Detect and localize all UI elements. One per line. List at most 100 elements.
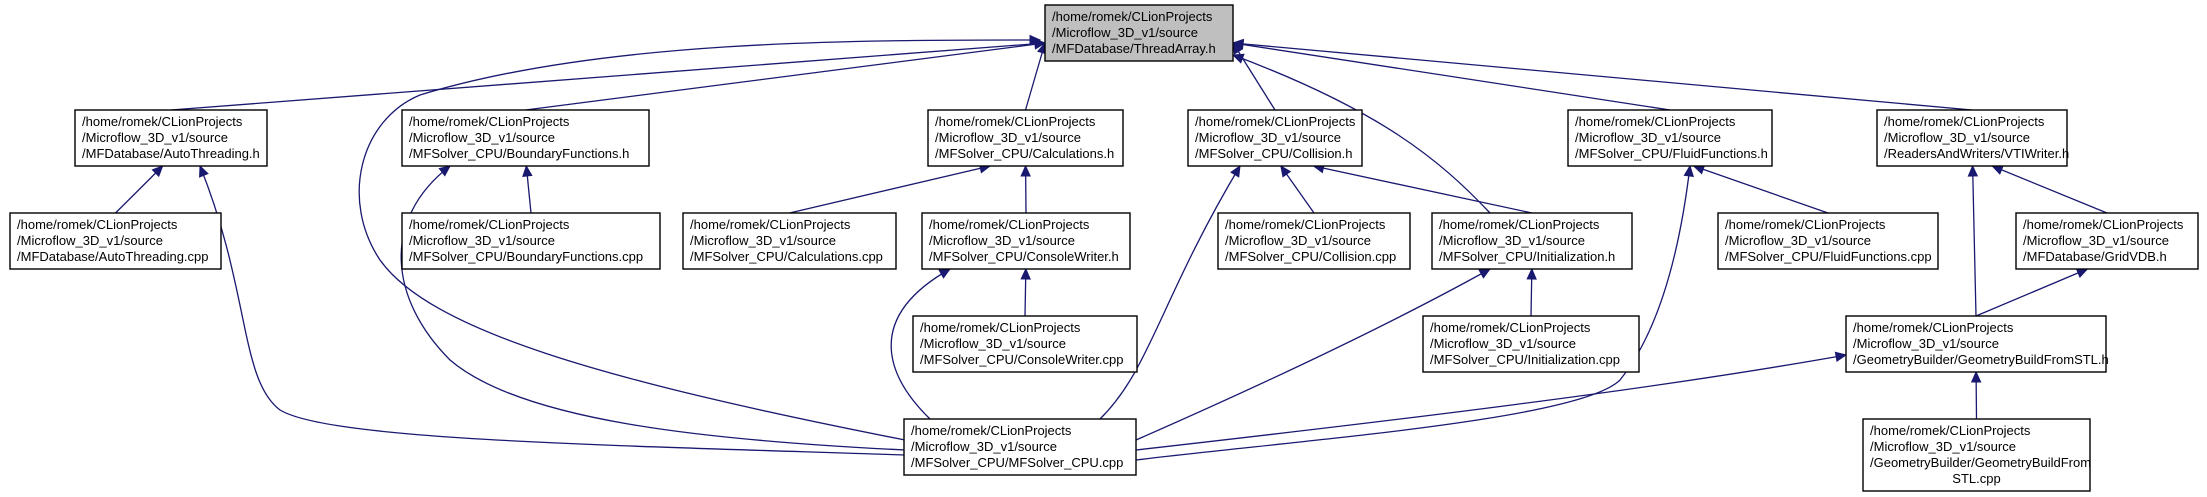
- node-vti-writer-h[interactable]: /home/romek/CLionProjects/Microflow_3D_v…: [1876, 109, 2069, 167]
- node-grid-vdb-h[interactable]: /home/romek/CLionProjects/Microflow_3D_v…: [2015, 212, 2199, 270]
- node-thread-array-h-label-line-3: /MFDatabase/ThreadArray.h: [1052, 41, 1216, 56]
- node-thread-array-h-label-line-2: /Microflow_3D_v1/source: [1052, 25, 1198, 40]
- node-collision-cpp-label-line-3: /MFSolver_CPU/Collision.cpp: [1225, 249, 1396, 264]
- node-console-writer-cpp[interactable]: /home/romek/CLionProjects/Microflow_3D_v…: [912, 315, 1138, 373]
- node-collision-cpp-box: [1217, 212, 1411, 270]
- edge-collision-cpp-to-collision-h-arrowhead: [1280, 165, 1292, 178]
- node-console-writer-cpp-box: [912, 315, 1138, 373]
- node-fluid-functions-cpp[interactable]: /home/romek/CLionProjects/Microflow_3D_v…: [1717, 212, 1939, 270]
- node-vti-writer-h-label-line-3: /ReadersAndWriters/VTIWriter.h: [1884, 146, 2069, 161]
- node-fluid-functions-h[interactable]: /home/romek/CLionProjects/Microflow_3D_v…: [1567, 109, 1773, 167]
- node-grid-vdb-h-label-line-3: /MFDatabase/GridVDB.h: [2023, 249, 2167, 264]
- edge-mfsolver-cpu-cpp-to-fluid-functions-h-arrowhead: [1683, 164, 1694, 178]
- node-initialization-h[interactable]: /home/romek/CLionProjects/Microflow_3D_v…: [1431, 212, 1633, 270]
- edge-mfsolver-cpu-cpp-to-thread-array-h-arrowhead: [1029, 34, 1042, 46]
- edge-vti-writer-h-to-thread-array-h: [1232, 42, 1973, 111]
- edge-vti-writer-h-to-thread-array-h-arrowhead: [1231, 38, 1244, 50]
- node-console-writer-h-label-line-1: /home/romek/CLionProjects: [929, 217, 1090, 232]
- edge-boundary-functions-h-to-thread-array-h: [525, 42, 1046, 111]
- edge-mfsolver-cpu-cpp-to-initialization-h: [1135, 268, 1491, 441]
- node-console-writer-cpp-label-line-2: /Microflow_3D_v1/source: [920, 336, 1066, 351]
- node-boundary-functions-h-box: [401, 109, 650, 167]
- edge-auto-threading-cpp-to-auto-threading-h: [115, 165, 164, 214]
- node-initialization-h-label-line-3: /MFSolver_CPU/Initialization.h: [1439, 249, 1615, 264]
- edge-geometry-build-from-stl-h-to-vti-writer-h: [1971, 165, 1977, 317]
- node-mfsolver-cpu-cpp[interactable]: /home/romek/CLionProjects/Microflow_3D_v…: [903, 418, 1137, 476]
- node-geometry-build-from-stl-h-label-line-2: /Microflow_3D_v1/source: [1853, 336, 1999, 351]
- node-boundary-functions-cpp[interactable]: /home/romek/CLionProjects/Microflow_3D_v…: [401, 212, 661, 270]
- node-fluid-functions-cpp-label-line-2: /Microflow_3D_v1/source: [1725, 233, 1871, 248]
- edge-auto-threading-cpp-to-auto-threading-h-arrowhead: [151, 165, 164, 178]
- node-collision-cpp[interactable]: /home/romek/CLionProjects/Microflow_3D_v…: [1217, 212, 1411, 270]
- edge-initialization-h-to-thread-array-h-arrowhead: [1231, 53, 1245, 64]
- node-auto-threading-h-box: [74, 109, 268, 167]
- edge-geometry-build-from-stl-h-to-grid-vdb-h-arrowhead: [2075, 268, 2089, 278]
- node-calculations-h-label-line-1: /home/romek/CLionProjects: [935, 114, 1096, 129]
- node-calculations-h-label-line-3: /MFSolver_CPU/Calculations.h: [935, 146, 1114, 161]
- node-console-writer-cpp-label-line-1: /home/romek/CLionProjects: [920, 320, 1081, 335]
- node-thread-array-h-label-line-1: /home/romek/CLionProjects: [1052, 9, 1213, 24]
- node-calculations-cpp[interactable]: /home/romek/CLionProjects/Microflow_3D_v…: [682, 212, 897, 270]
- node-fluid-functions-cpp-label-line-3: /MFSolver_CPU/FluidFunctions.cpp: [1725, 249, 1932, 264]
- node-geometry-build-from-stl-h[interactable]: /home/romek/CLionProjects/Microflow_3D_v…: [1845, 315, 2109, 373]
- node-initialization-h-label-line-2: /Microflow_3D_v1/source: [1439, 233, 1585, 248]
- node-auto-threading-cpp-box: [9, 212, 222, 270]
- node-initialization-cpp-label-line-3: /MFSolver_CPU/Initialization.cpp: [1430, 352, 1620, 367]
- node-mfsolver-cpu-cpp-box: [903, 418, 1137, 476]
- edge-grid-vdb-h-to-vti-writer-h: [1992, 165, 2108, 214]
- node-collision-h[interactable]: /home/romek/CLionProjects/Microflow_3D_v…: [1187, 109, 1363, 167]
- node-mfsolver-cpu-cpp-label-line-3: /MFSolver_CPU/MFSolver_CPU.cpp: [911, 455, 1123, 470]
- node-vti-writer-h-label-line-2: /Microflow_3D_v1/source: [1884, 130, 2030, 145]
- node-initialization-h-label-line-1: /home/romek/CLionProjects: [1439, 217, 1600, 232]
- node-auto-threading-h-label-line-3: /MFDatabase/AutoThreading.h: [82, 146, 260, 161]
- edge-mfsolver-cpu-cpp-to-geometry-build-from-stl-h: [1135, 354, 1847, 451]
- node-boundary-functions-h[interactable]: /home/romek/CLionProjects/Microflow_3D_v…: [401, 109, 650, 167]
- node-auto-threading-cpp-label-line-2: /Microflow_3D_v1/source: [17, 233, 163, 248]
- node-calculations-cpp-box: [682, 212, 897, 270]
- edge-mfsolver-cpu-cpp-to-collision-h: [1099, 165, 1241, 420]
- edge-mfsolver-cpu-cpp-to-collision-h-arrowhead: [1230, 164, 1241, 178]
- node-boundary-functions-cpp-box: [401, 212, 661, 270]
- node-boundary-functions-cpp-label-line-3: /MFSolver_CPU/BoundaryFunctions.cpp: [409, 249, 643, 264]
- node-geometry-build-from-stl-cpp-box: [1862, 418, 2091, 492]
- node-thread-array-h[interactable]: /home/romek/CLionProjects/Microflow_3D_v…: [1044, 4, 1234, 62]
- node-fluid-functions-h-box: [1567, 109, 1773, 167]
- node-geometry-build-from-stl-cpp-label-line-3: /GeometryBuilder/GeometryBuildFrom: [1870, 455, 2091, 470]
- node-fluid-functions-cpp-box: [1717, 212, 1939, 270]
- node-auto-threading-cpp[interactable]: /home/romek/CLionProjects/Microflow_3D_v…: [9, 212, 222, 270]
- node-boundary-functions-cpp-label-line-2: /Microflow_3D_v1/source: [409, 233, 555, 248]
- node-auto-threading-h-label-line-1: /home/romek/CLionProjects: [82, 114, 243, 129]
- node-calculations-h-label-line-2: /Microflow_3D_v1/source: [935, 130, 1081, 145]
- node-geometry-build-from-stl-h-box: [1845, 315, 2107, 373]
- node-calculations-cpp-label-line-2: /Microflow_3D_v1/source: [690, 233, 836, 248]
- node-collision-h-label-line-2: /Microflow_3D_v1/source: [1195, 130, 1341, 145]
- node-initialization-cpp[interactable]: /home/romek/CLionProjects/Microflow_3D_v…: [1422, 315, 1640, 373]
- edge-console-writer-cpp-to-console-writer-h-arrowhead: [1020, 267, 1031, 280]
- node-geometry-build-from-stl-cpp-label-line-4: STL.cpp: [1952, 471, 2000, 486]
- node-geometry-build-from-stl-cpp[interactable]: /home/romek/CLionProjects/Microflow_3D_v…: [1862, 418, 2091, 492]
- edge-initialization-h-to-thread-array-h: [1232, 54, 1491, 214]
- edges-layer: [115, 34, 2108, 461]
- node-fluid-functions-h-label-line-2: /Microflow_3D_v1/source: [1575, 130, 1721, 145]
- node-boundary-functions-h-label-line-3: /MFSolver_CPU/BoundaryFunctions.h: [409, 146, 629, 161]
- node-calculations-h[interactable]: /home/romek/CLionProjects/Microflow_3D_v…: [927, 109, 1124, 167]
- node-geometry-build-from-stl-cpp-label-line-1: /home/romek/CLionProjects: [1870, 423, 2031, 438]
- node-collision-cpp-label-line-2: /Microflow_3D_v1/source: [1225, 233, 1371, 248]
- node-collision-h-label-line-1: /home/romek/CLionProjects: [1195, 114, 1356, 129]
- node-collision-h-label-line-3: /MFSolver_CPU/Collision.h: [1195, 146, 1353, 161]
- node-initialization-cpp-label-line-1: /home/romek/CLionProjects: [1430, 320, 1591, 335]
- edge-mfsolver-cpu-cpp-to-auto-threading-h: [199, 165, 906, 456]
- edge-collision-h-to-thread-array-h: [1232, 42, 1276, 111]
- edge-geometry-build-from-stl-h-to-vti-writer-h-arrowhead: [1967, 164, 1979, 177]
- edge-mfsolver-cpu-cpp-to-auto-threading-h-arrowhead: [199, 164, 209, 178]
- edge-geometry-build-from-stl-cpp-to-geometry-build-from-stl-h-arrowhead: [1970, 370, 1982, 383]
- edge-mfsolver-cpu-cpp-to-geometry-build-from-stl-h-arrowhead: [1834, 351, 1848, 363]
- node-geometry-build-from-stl-h-label-line-1: /home/romek/CLionProjects: [1853, 320, 2014, 335]
- node-auto-threading-h[interactable]: /home/romek/CLionProjects/Microflow_3D_v…: [74, 109, 268, 167]
- node-console-writer-h-box: [921, 212, 1131, 270]
- node-console-writer-h[interactable]: /home/romek/CLionProjects/Microflow_3D_v…: [921, 212, 1131, 270]
- edge-mfsolver-cpu-cpp-to-thread-array-h: [358, 39, 1041, 441]
- node-vti-writer-h-box: [1876, 109, 2068, 167]
- node-fluid-functions-cpp-label-line-1: /home/romek/CLionProjects: [1725, 217, 1886, 232]
